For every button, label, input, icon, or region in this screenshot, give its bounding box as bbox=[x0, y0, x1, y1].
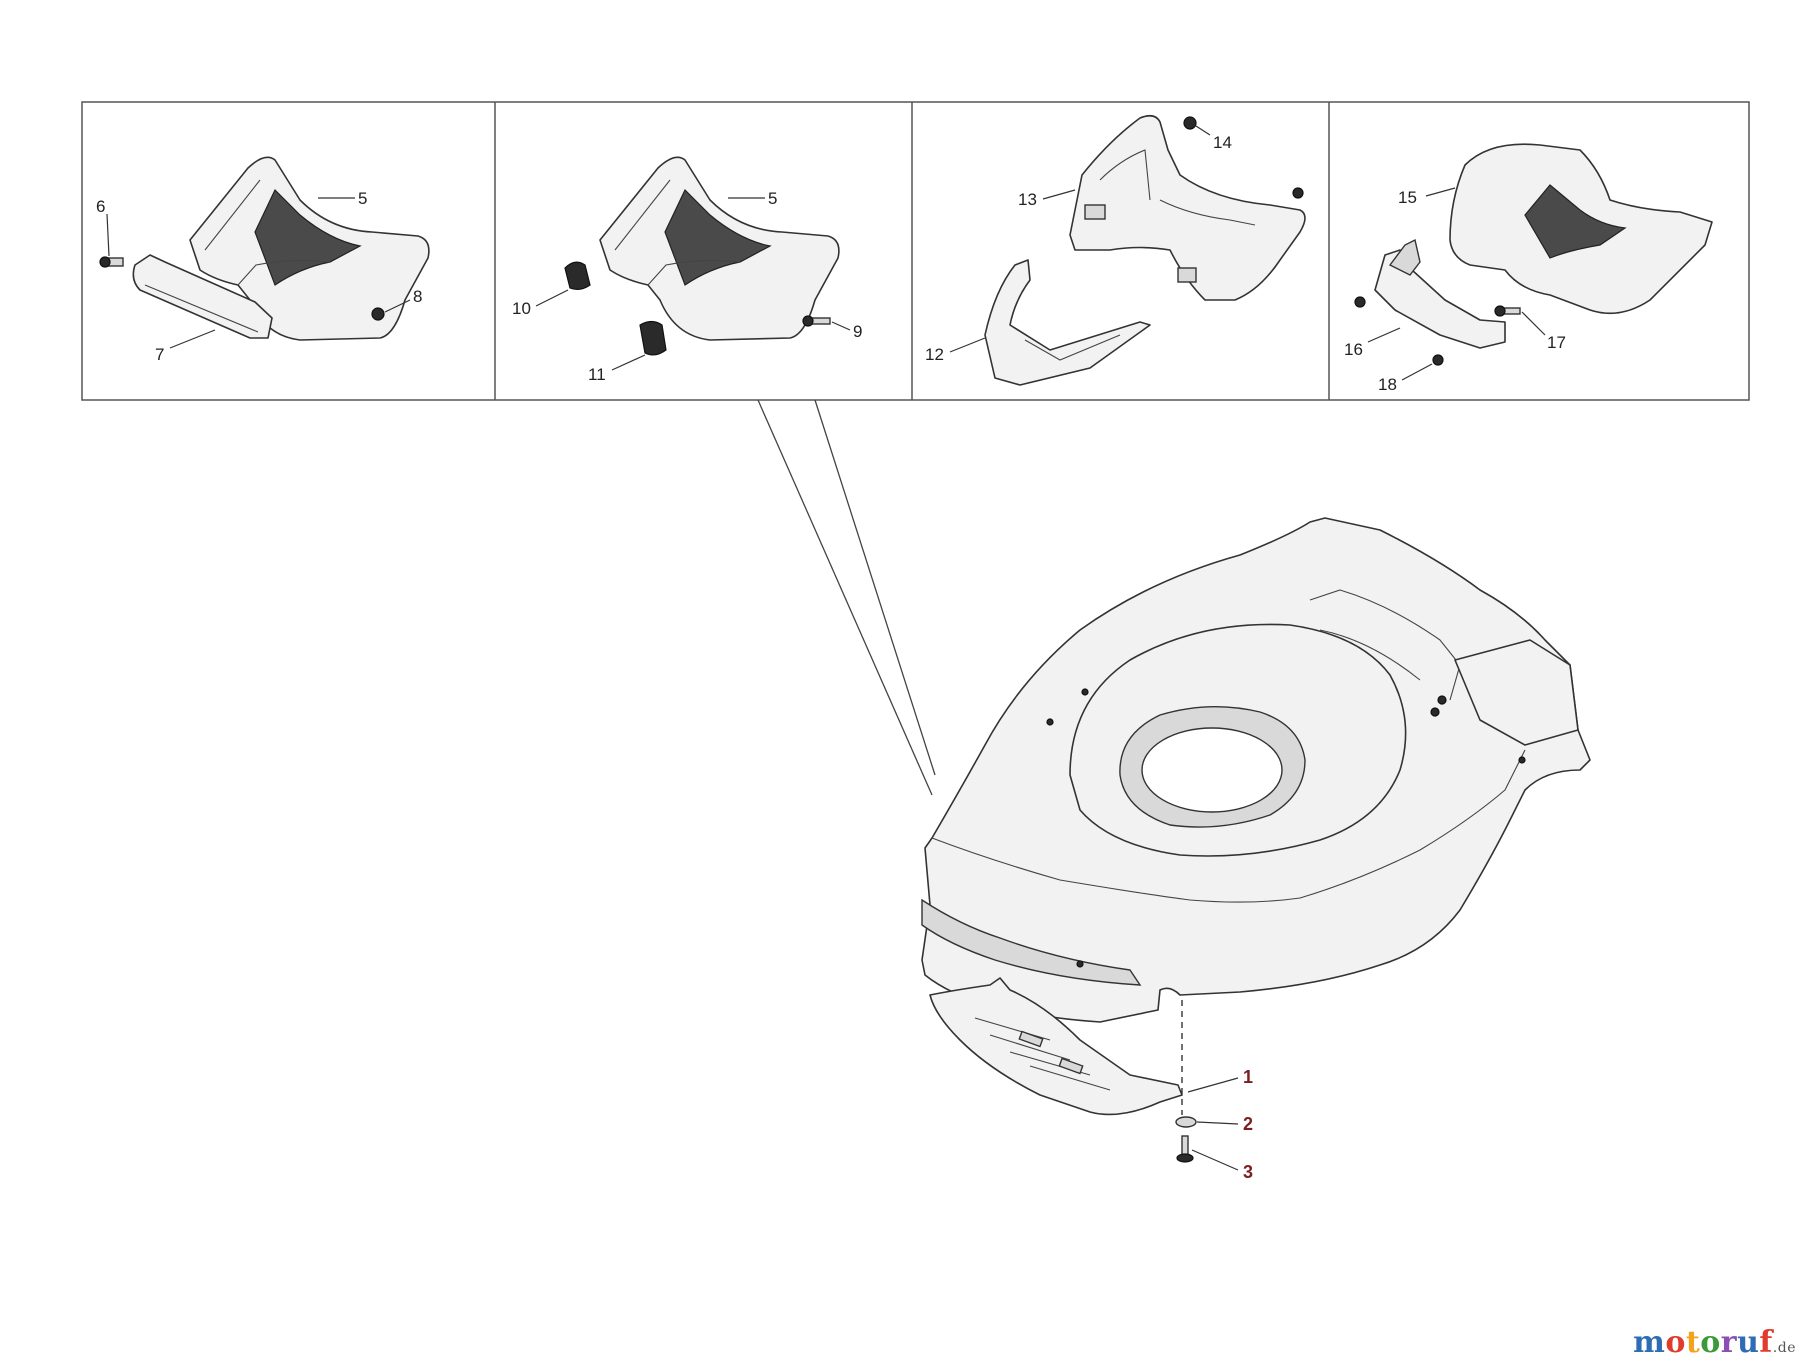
leader-14 bbox=[1195, 125, 1211, 136]
leader-3 bbox=[1191, 1149, 1239, 1171]
leader-7 bbox=[169, 329, 216, 349]
front-cover-ridge bbox=[204, 179, 331, 286]
watermark-suffix: .de bbox=[1772, 1340, 1796, 1356]
bracket-16-top bbox=[1388, 238, 1421, 276]
clip-part-10 bbox=[564, 261, 591, 291]
panel-3: 13 14 12 bbox=[925, 114, 1306, 386]
front-bracket-detail bbox=[144, 284, 259, 333]
deck-top-ridge bbox=[931, 749, 1526, 903]
leader-2 bbox=[1196, 1121, 1239, 1125]
label-part-14: 14 bbox=[1213, 133, 1232, 152]
watermark-letter: t bbox=[1685, 1325, 1701, 1360]
front-cover-ridge-b bbox=[614, 179, 741, 286]
mower-deck bbox=[921, 517, 1591, 1023]
leader-18 bbox=[1401, 363, 1433, 381]
deck-hole-5 bbox=[1076, 960, 1084, 968]
leader-15 bbox=[1425, 187, 1456, 197]
screw-head-9 bbox=[802, 315, 814, 327]
leader-9 bbox=[831, 321, 851, 331]
leader-12 bbox=[949, 337, 986, 353]
deck-chute-tunnel bbox=[1309, 589, 1461, 701]
panel-1: 5 6 7 8 bbox=[96, 156, 430, 364]
label-part-6: 6 bbox=[96, 197, 105, 216]
washer-part-2 bbox=[1175, 1116, 1197, 1128]
panel-2: 5 9 10 11 bbox=[512, 156, 862, 384]
deck-hole-6 bbox=[1518, 756, 1526, 764]
plate-part-12 bbox=[984, 259, 1151, 386]
nut-part-18-b bbox=[1354, 296, 1366, 308]
deflector-slot-1 bbox=[1018, 1030, 1044, 1048]
label-part-11: 11 bbox=[588, 365, 606, 384]
deck-hole-4 bbox=[1081, 688, 1089, 696]
callout-line-1 bbox=[757, 399, 933, 796]
label-part-7: 7 bbox=[155, 345, 164, 364]
watermark-letter: u bbox=[1737, 1325, 1760, 1360]
deck-motor-opening bbox=[1141, 727, 1283, 813]
cover-13-slot-2 bbox=[1177, 267, 1197, 283]
callout-line-2 bbox=[814, 399, 936, 776]
deck-rear-flap bbox=[1454, 639, 1579, 746]
label-part-12: 12 bbox=[925, 345, 944, 364]
label-part-1: 1 bbox=[1243, 1067, 1253, 1087]
leader-13 bbox=[1042, 189, 1076, 200]
leader-6 bbox=[106, 213, 110, 257]
leader-11 bbox=[611, 354, 646, 371]
nut-part-8 bbox=[371, 307, 385, 321]
label-part-3: 3 bbox=[1243, 1162, 1253, 1182]
cover-15-window bbox=[1524, 184, 1627, 259]
screw-head-6 bbox=[99, 256, 111, 268]
label-part-15: 15 bbox=[1398, 188, 1417, 207]
panel-4: 15 16 17 18 bbox=[1344, 143, 1713, 394]
watermark-letter: o bbox=[1665, 1325, 1686, 1360]
label-part-13: 13 bbox=[1018, 190, 1037, 209]
label-part-10: 10 bbox=[512, 299, 531, 318]
deflector-ribs bbox=[974, 1017, 1111, 1091]
deflector-part-1 bbox=[929, 977, 1183, 1116]
screw-part-14 bbox=[1183, 116, 1197, 130]
front-bracket-part-7 bbox=[132, 254, 273, 339]
watermark-logo: motoruf.de bbox=[1633, 1325, 1796, 1360]
deck-hole-2 bbox=[1437, 695, 1447, 705]
screw-part-14-b bbox=[1292, 187, 1304, 199]
label-part-18: 18 bbox=[1378, 375, 1397, 394]
deflector-slot-2 bbox=[1058, 1057, 1084, 1075]
deck-front-lip bbox=[921, 898, 1142, 986]
label-part-5: 5 bbox=[358, 189, 367, 208]
nut-part-18 bbox=[1432, 354, 1444, 366]
screw-head-17 bbox=[1494, 305, 1506, 317]
deflector-assembly: 1 2 3 bbox=[929, 977, 1253, 1182]
label-part-8: 8 bbox=[413, 287, 422, 306]
leader-17 bbox=[1521, 311, 1546, 336]
cover-part-13-inner bbox=[1099, 149, 1256, 226]
leader-16 bbox=[1367, 327, 1401, 343]
cover-13-slot-1 bbox=[1084, 204, 1106, 220]
leader-10 bbox=[535, 289, 569, 307]
deck-hole-3 bbox=[1046, 718, 1054, 726]
label-part-16: 16 bbox=[1344, 340, 1363, 359]
watermark-letter: m bbox=[1633, 1325, 1666, 1360]
deck-hole-1 bbox=[1430, 707, 1440, 717]
watermark-letter: o bbox=[1700, 1325, 1721, 1360]
cover-part-13 bbox=[1069, 114, 1306, 301]
clip-part-11 bbox=[639, 320, 667, 356]
label-part-17: 17 bbox=[1547, 333, 1566, 352]
watermark-letter: r bbox=[1720, 1325, 1738, 1360]
leader-1 bbox=[1187, 1077, 1239, 1093]
label-part-5-b: 5 bbox=[768, 189, 777, 208]
label-part-9: 9 bbox=[853, 322, 862, 341]
plate-12-inner bbox=[1024, 334, 1121, 361]
label-part-2: 2 bbox=[1243, 1114, 1253, 1134]
leader-8 bbox=[384, 299, 411, 313]
bolt-head-3 bbox=[1176, 1153, 1194, 1163]
watermark-letter: f bbox=[1759, 1325, 1773, 1360]
